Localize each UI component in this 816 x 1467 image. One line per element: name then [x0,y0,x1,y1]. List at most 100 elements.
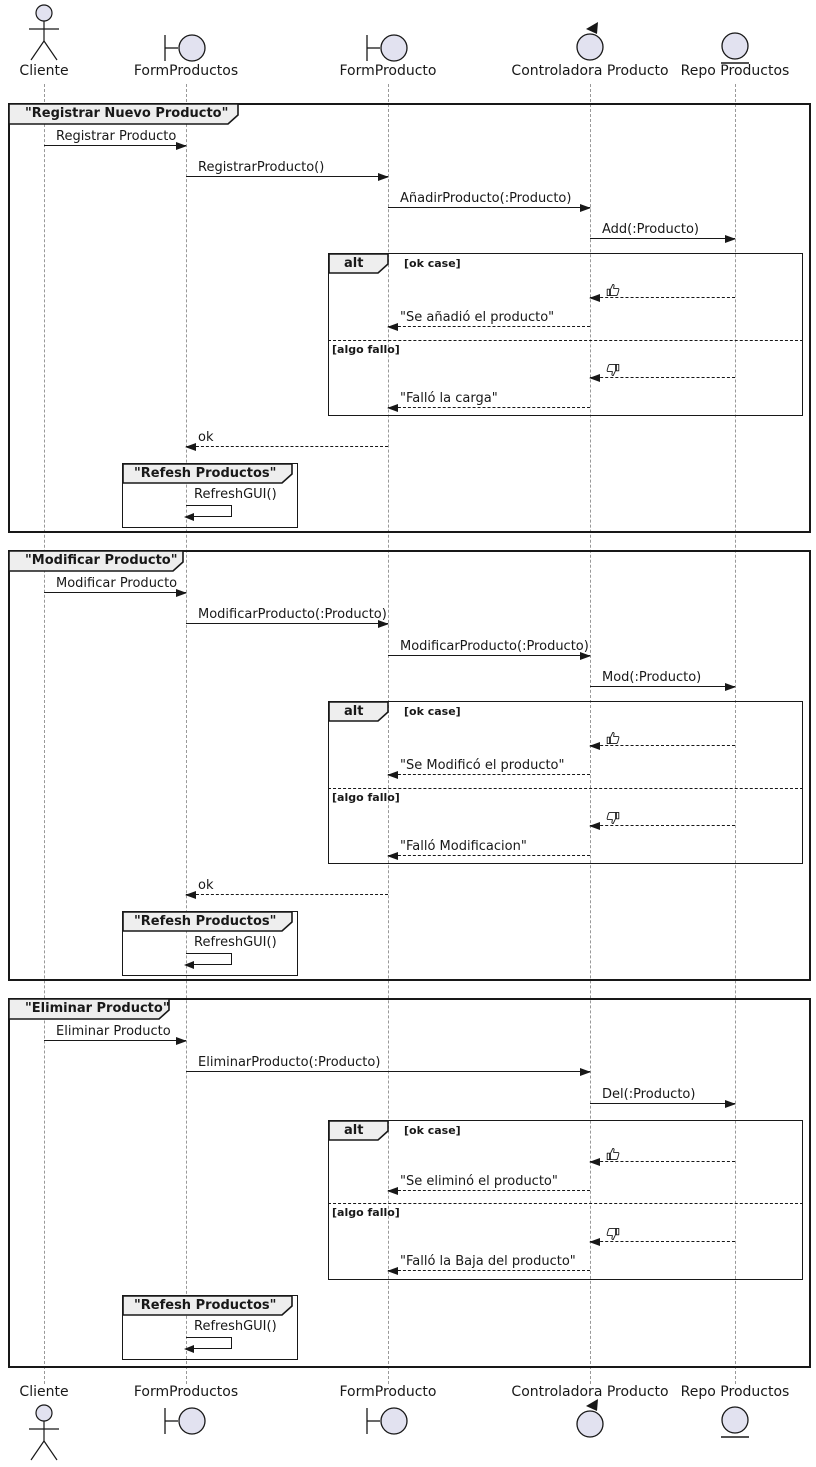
message-eliminarproducto-call: EliminarProducto(:Producto) [186,1055,591,1076]
alt-operator-tab: alt [328,1120,390,1145]
message-anadirproducto-call: AñadirProducto(:Producto) [388,191,591,212]
self-message-loop [184,505,232,521]
message-label: EliminarProducto(:Producto) [198,1055,381,1070]
actor-icon [29,1404,59,1461]
alt-fragment-registrar [328,253,803,416]
participant-label-formproductos: FormProductos [133,63,239,79]
control-icon [576,1399,604,1438]
thumbs-up-icon [606,730,620,745]
message-fallo-modificacion: "Falló Modificacion" [387,839,590,860]
guard-algo-fallo: [algo fallo] [332,1206,400,1219]
thumbs-down-icon [606,810,620,825]
boundary-icon [164,1407,206,1435]
message-modificarproducto-call-1: ModificarProducto(:Producto) [186,607,389,628]
message-result-ok [589,730,735,750]
participant-label-repo: Repo Productos [680,1384,790,1400]
thumbs-down-icon [606,1226,620,1241]
message-result-ok [589,1146,735,1166]
message-label: Registrar Producto [56,129,177,144]
message-registrar-producto: Registrar Producto [44,129,187,150]
participant-label-controladora: Controladora Producto [511,63,669,79]
message-label: "Falló la carga" [400,391,498,406]
group-title: "Refesh Productos" [134,914,277,929]
self-message-loop [184,1337,232,1353]
group-frame-eliminar-tab: "Eliminar Producto" [8,998,171,1024]
thumbs-up-icon [606,1146,620,1161]
message-label: Mod(:Producto) [602,670,702,685]
message-label: Eliminar Producto [56,1024,171,1039]
group-title: "Modificar Producto" [25,553,178,568]
participant-label-formproductos: FormProductos [133,1384,239,1400]
lifeline-repo [735,84,736,1384]
message-label: ok [198,878,214,893]
message-modificarproducto-call-2: ModificarProducto(:Producto) [388,639,591,660]
message-result-fail [589,362,735,382]
self-message-label: RefreshGUI() [194,487,277,502]
message-ok-return: ok [185,430,388,451]
boundary-icon [366,34,408,62]
message-se-modifico: "Se Modificó el producto" [387,758,590,779]
lifeline-formproductos [186,84,187,1384]
self-message-label: RefreshGUI() [194,1319,277,1334]
group-frame-modificar [8,550,811,981]
message-label: "Se añadió el producto" [400,310,555,325]
participant-label-formproducto: FormProducto [339,1384,437,1400]
guard-ok-case: [ok case] [404,1124,461,1137]
group-frame-modificar-tab: "Modificar Producto" [8,550,185,576]
boundary-icon [164,34,206,62]
guard-ok-case: [ok case] [404,257,461,270]
message-modificar-producto: Modificar Producto [44,576,187,597]
message-label: "Se Modificó el producto" [400,758,565,773]
thumbs-up-icon [606,282,620,297]
message-label: RegistrarProducto() [198,160,325,175]
group-title: "Registrar Nuevo Producto" [25,106,229,121]
participant-label-controladora: Controladora Producto [511,1384,669,1400]
alt-operator-label: alt [344,256,364,271]
message-result-ok [589,282,735,302]
alt-divider [328,788,803,789]
alt-operator-label: alt [344,704,364,719]
group-frame-registrar [8,103,811,533]
message-label: ModificarProducto(:Producto) [400,639,589,654]
message-del-call: Del(:Producto) [590,1087,736,1108]
message-se-elimino: "Se eliminó el producto" [387,1174,590,1195]
lifeline-formproducto [388,84,389,1384]
group-frame-refresh-tab: "Refesh Productos" [122,1295,294,1320]
group-frame-eliminar [8,998,811,1368]
actor-icon [29,4,59,61]
alt-divider [328,340,803,341]
message-label: "Falló la Baja del producto" [400,1254,576,1269]
message-label: Modificar Producto [56,576,178,591]
message-result-fail [589,810,735,830]
self-message-loop [184,953,232,969]
message-result-fail [589,1226,735,1246]
alt-fragment-modificar [328,701,803,864]
message-eliminar-producto: Eliminar Producto [44,1024,187,1045]
message-label: ok [198,430,214,445]
message-ok-return: ok [185,878,388,899]
participant-label-cliente: Cliente [19,1384,69,1400]
self-message-label: RefreshGUI() [194,935,277,950]
participant-label-formproducto: FormProducto [339,63,437,79]
guard-ok-case: [ok case] [404,705,461,718]
lifeline-cliente [44,84,45,1384]
alt-fragment-eliminar [328,1120,803,1280]
entity-icon [721,32,749,64]
message-fallo-baja: "Falló la Baja del producto" [387,1254,590,1275]
group-title: "Eliminar Producto" [25,1001,170,1016]
message-label: Del(:Producto) [602,1087,696,1102]
alt-operator-tab: alt [328,253,390,278]
message-fallo-carga: "Falló la carga" [387,391,590,412]
group-frame-refresh-tab: "Refesh Productos" [122,911,294,936]
alt-operator-tab: alt [328,701,390,726]
message-label: AñadirProducto(:Producto) [400,191,572,206]
boundary-icon [366,1407,408,1435]
group-title: "Refesh Productos" [134,1298,277,1313]
group-frame-registrar-tab: "Registrar Nuevo Producto" [8,103,240,129]
alt-divider [328,1203,803,1204]
message-label: ModificarProducto(:Producto) [198,607,387,622]
alt-operator-label: alt [344,1123,364,1138]
participant-label-cliente: Cliente [19,63,69,79]
group-title: "Refesh Productos" [134,466,277,481]
